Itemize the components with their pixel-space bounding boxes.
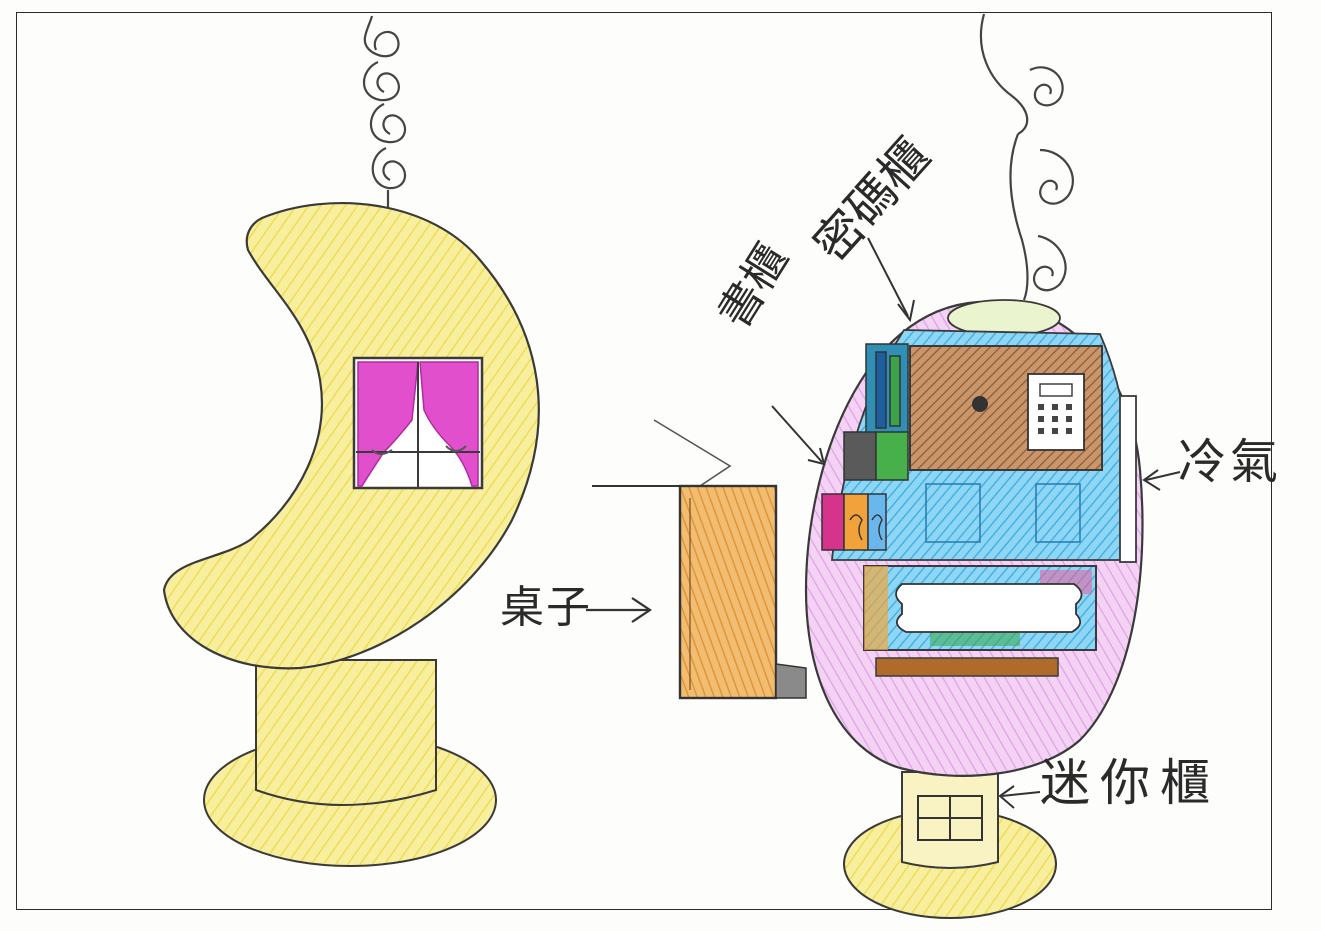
ac-arrow [1142,469,1181,491]
bookshelf [821,343,909,551]
bookshelf-arrow [771,405,826,466]
desk-arrow [586,597,652,623]
crescent-moon-chair-icon [162,202,540,670]
mini-cabinet-arrow [998,785,1041,809]
curtain-window-icon [352,356,484,490]
moon-chair-column [255,659,437,806]
keypad-icon [1027,373,1085,451]
pillow [895,583,1083,633]
safe-arrow [867,237,915,323]
air-conditioner [1119,395,1137,563]
blue-cabinet-doors [925,483,1081,543]
moon-swirl-chain-icon [363,15,406,210]
egg-pod-icon [804,13,1144,919]
mini-cabinet-label: 迷你櫃 [1040,754,1220,812]
mini-cabinet [917,795,983,841]
moon-chair [162,15,540,867]
drawing-border [16,12,1272,910]
bench-seat [863,565,1097,677]
safe-knob [972,396,988,412]
password-safe [909,345,1103,471]
air-conditioner-label: 冷氣 [1178,434,1283,490]
desk-label: 桌子 [500,582,592,633]
egg-swirl-chain-icon [979,13,1074,301]
desk [592,419,807,700]
